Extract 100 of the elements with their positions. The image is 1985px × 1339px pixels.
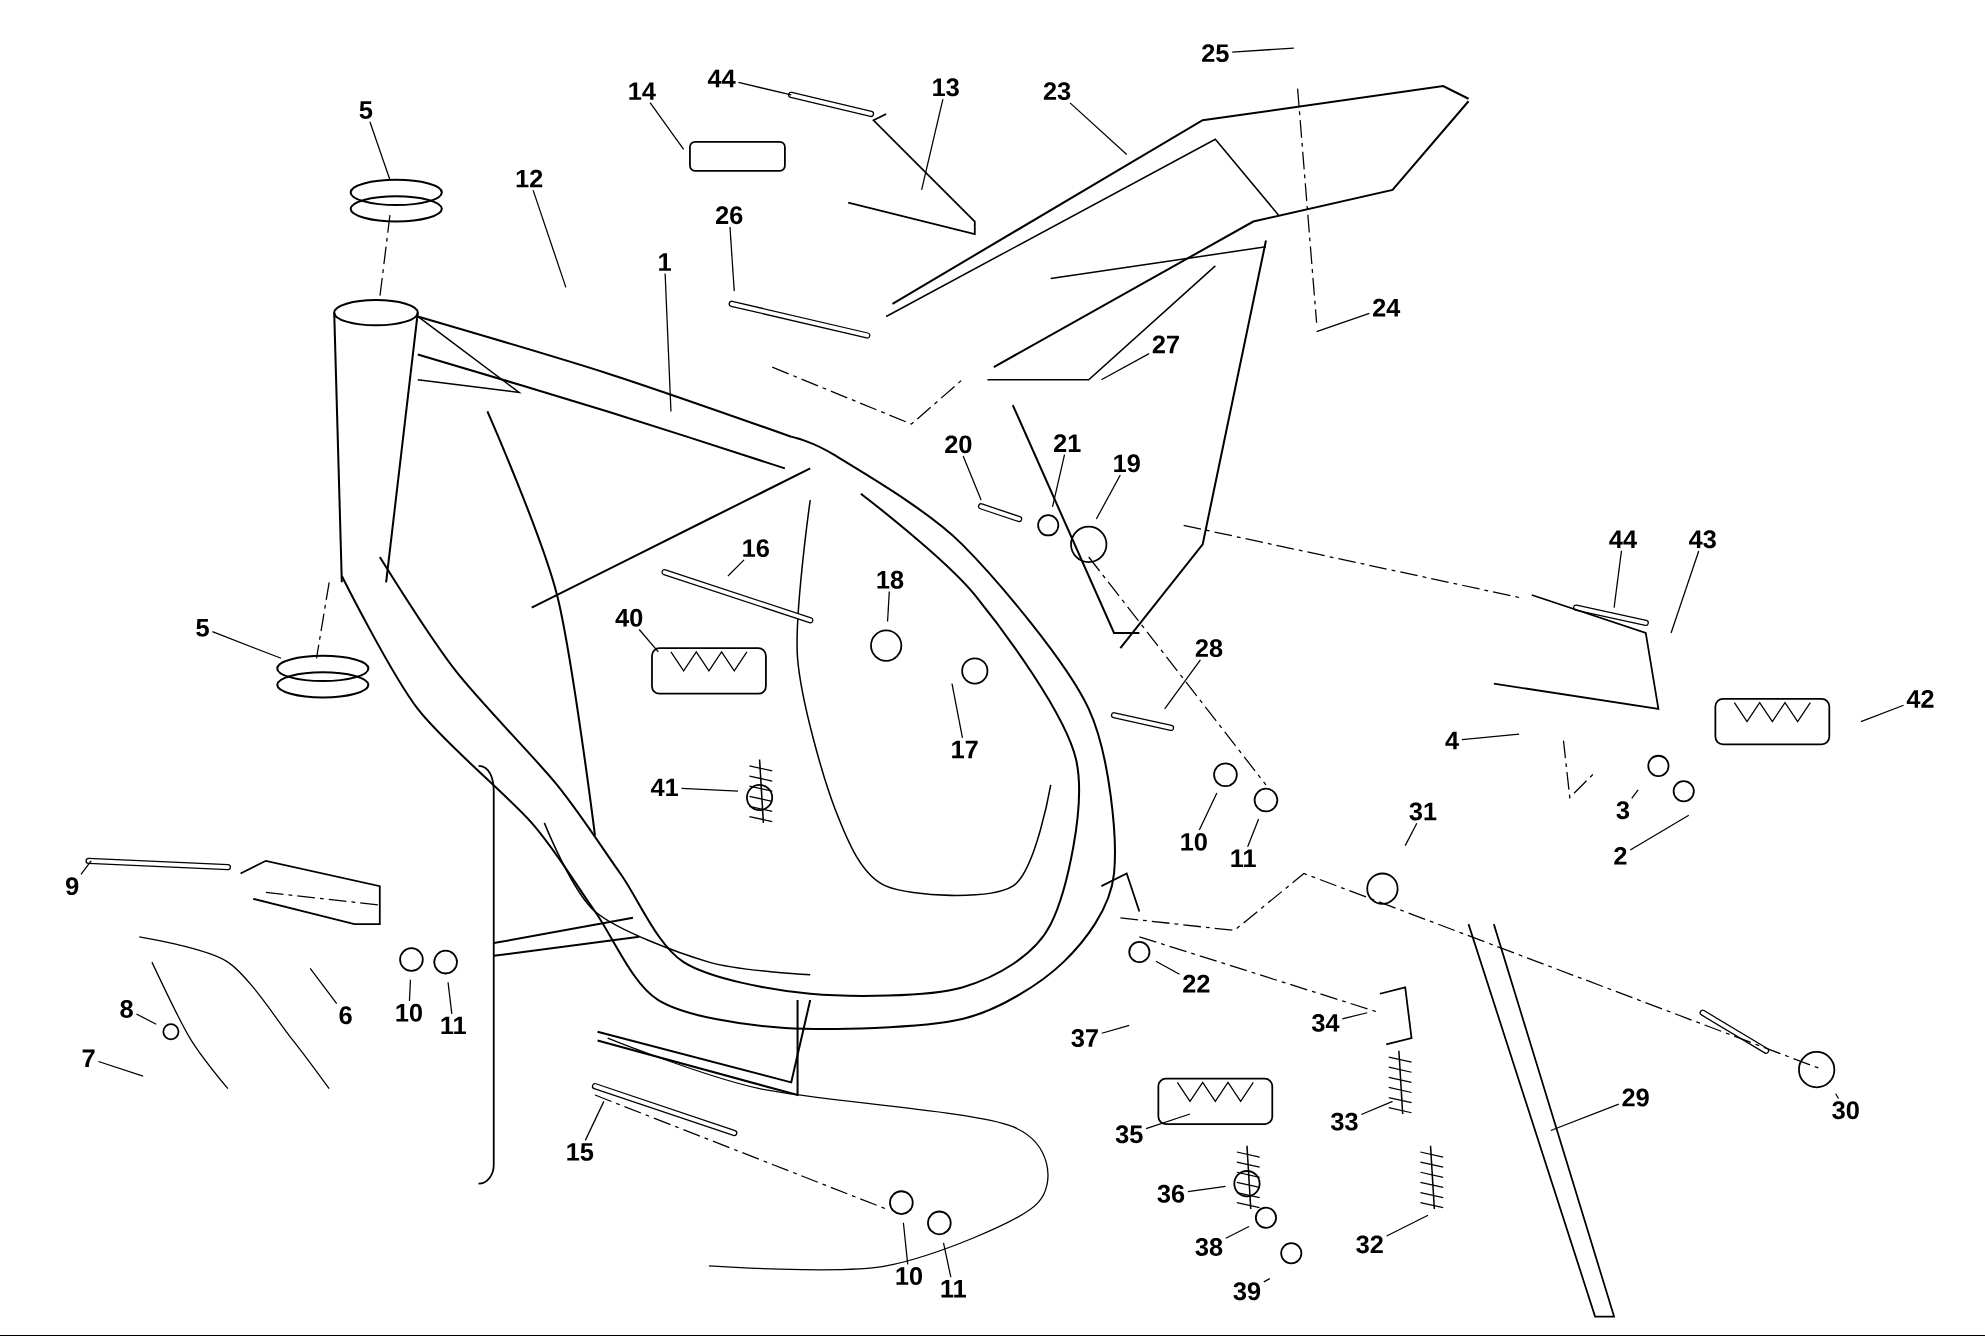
leader-line: [1247, 818, 1260, 848]
leader-line: [942, 1241, 952, 1278]
callout-number: 25: [1202, 44, 1229, 62]
callout-number: 43: [1689, 530, 1716, 549]
leader-line: [408, 979, 412, 1002]
leader-line: [638, 628, 659, 653]
leader-line: [211, 630, 282, 659]
callout-number: 20: [945, 435, 972, 454]
leader-line: [1341, 1011, 1368, 1020]
callout-number: 7: [82, 1049, 95, 1067]
callout-number: 5: [359, 101, 373, 119]
leader-line: [1629, 814, 1690, 851]
callout-number: 11: [1231, 849, 1256, 867]
leader-line: [1315, 312, 1370, 333]
callout-number: 10: [396, 1003, 422, 1022]
callout-number: 36: [1157, 1184, 1185, 1203]
leader-line: [1231, 47, 1295, 53]
callout-number: 29: [1622, 1088, 1649, 1107]
callout-number: 22: [1183, 974, 1210, 993]
leader-line: [1613, 549, 1623, 609]
leader-line: [649, 101, 685, 150]
leader-line: [309, 967, 338, 1004]
leader-line: [921, 98, 944, 191]
leader-line: [1386, 1214, 1429, 1237]
leader-line: [1263, 1277, 1271, 1283]
leader-line: [1631, 789, 1639, 799]
callout-number: 23: [1043, 82, 1071, 100]
callout-number: 42: [1906, 689, 1934, 708]
leader-line: [737, 81, 792, 96]
leader-line: [369, 120, 391, 181]
leader-line: [532, 189, 567, 288]
callout-number: 9: [66, 877, 79, 895]
leader-line: [1187, 1185, 1227, 1192]
callout-number: 38: [1195, 1237, 1223, 1256]
callout-number: 27: [1152, 335, 1179, 353]
leader-line: [886, 590, 890, 623]
leader-line: [680, 787, 739, 792]
leader-line: [1155, 960, 1181, 975]
callout-number: 16: [743, 539, 769, 557]
leader-line: [80, 860, 92, 875]
leader-line: [1461, 733, 1520, 741]
leader-line: [1069, 102, 1128, 155]
callout-number: 24: [1373, 298, 1401, 317]
leader-line: [1145, 1113, 1191, 1130]
callout-number: 32: [1356, 1235, 1383, 1254]
leader-line: [1860, 704, 1905, 723]
leader-line: [1198, 792, 1218, 831]
leader-line: [135, 1013, 157, 1025]
callout-number: 34: [1311, 1013, 1340, 1032]
callout-number: 28: [1195, 639, 1223, 657]
leader-line: [729, 226, 735, 292]
leader-line: [664, 272, 672, 412]
callout-number: 3: [1616, 801, 1630, 819]
callout-number: 10: [1181, 832, 1207, 851]
callout-number: 8: [120, 999, 133, 1018]
callout-number: 14: [629, 82, 656, 100]
leader-line: [727, 559, 745, 577]
callout-number: 11: [441, 1016, 466, 1034]
leader-line: [1164, 659, 1202, 710]
callout-number: 33: [1330, 1112, 1358, 1131]
callout-number: 10: [896, 1266, 922, 1285]
callout-number: 44: [1609, 530, 1637, 548]
callout-number: 1: [659, 253, 671, 271]
leader-line: [1101, 1024, 1130, 1034]
leader-line: [1550, 1103, 1620, 1131]
callout-number: 6: [339, 1006, 352, 1025]
leader-line: [1835, 1092, 1840, 1099]
callout-number: 30: [1832, 1101, 1859, 1120]
leader-line: [97, 1060, 144, 1077]
callout-number: 44: [707, 69, 736, 87]
callout-number: 41: [650, 778, 678, 796]
leader-line: [1225, 1225, 1250, 1239]
callout-number: 11: [941, 1279, 966, 1298]
callout-number: 31: [1409, 802, 1437, 821]
callout-number: 19: [1114, 454, 1140, 473]
leader-line: [1095, 474, 1121, 520]
leader-line: [951, 682, 964, 739]
leader-line: [1100, 352, 1150, 381]
callout-number: 18: [877, 570, 904, 589]
callout-number: 12: [516, 169, 543, 188]
callout-number: 40: [615, 608, 643, 627]
leader-line: [447, 981, 453, 1015]
callout-number: 5: [196, 618, 209, 637]
callout-number: 2: [1614, 846, 1627, 865]
leader-line: [962, 455, 982, 501]
leader-line: [1404, 822, 1418, 847]
callout-number: 21: [1054, 434, 1081, 452]
callout-number: 13: [933, 78, 959, 97]
leader-line: [1670, 550, 1700, 634]
leader-line: [584, 1100, 605, 1141]
callout-number: 26: [716, 206, 743, 224]
leader-line: [902, 1221, 909, 1265]
leader-line: [1051, 453, 1066, 508]
callout-number: 15: [567, 1143, 594, 1161]
callout-number: 35: [1115, 1125, 1143, 1144]
callout-number: 37: [1071, 1028, 1098, 1047]
callout-number: 17: [952, 740, 978, 758]
callout-number: 4: [1445, 731, 1459, 750]
leader-line: [1360, 1100, 1394, 1115]
callout-number: 39: [1233, 1282, 1261, 1301]
